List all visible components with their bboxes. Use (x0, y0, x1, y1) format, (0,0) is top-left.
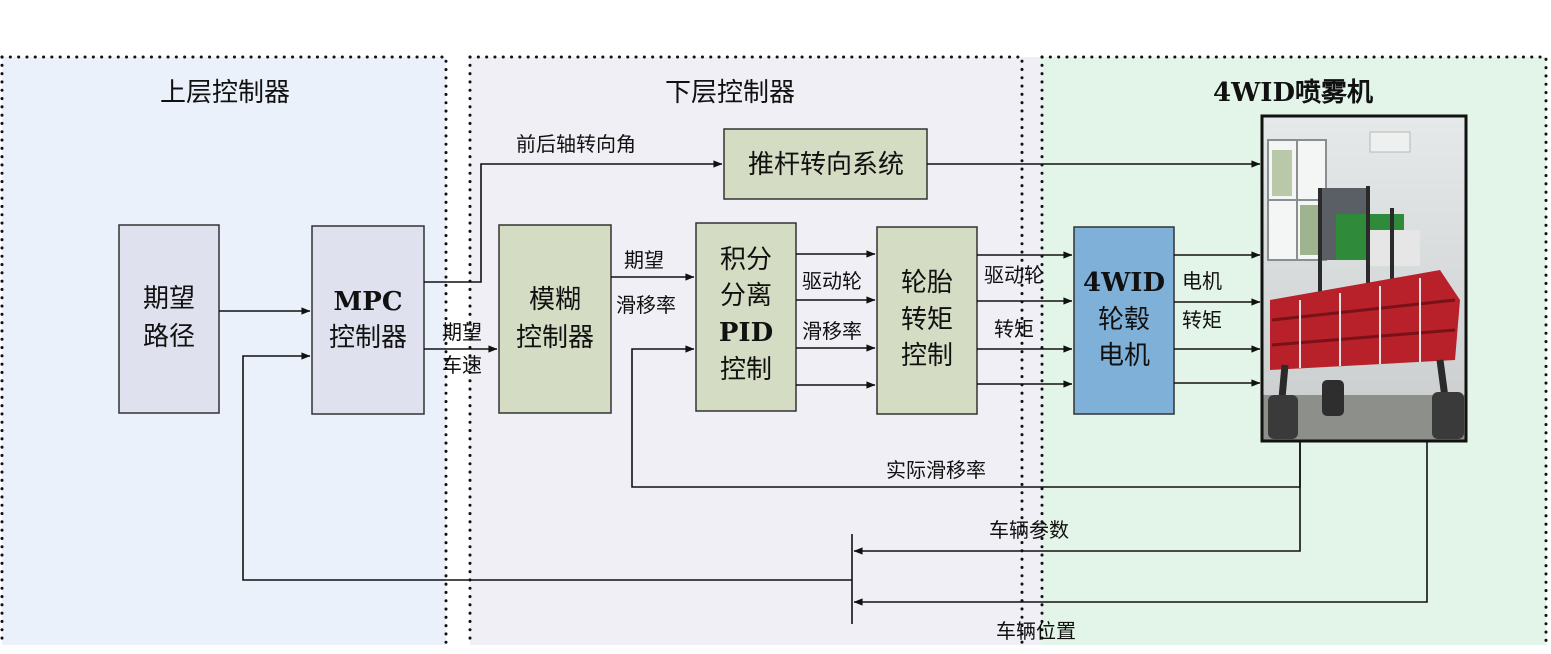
desired-path-line1: 期望 (143, 284, 195, 314)
hub-motor-line2: 轮毂 (1098, 305, 1150, 335)
hub-motor-line3: 电机 (1098, 341, 1150, 371)
feedback-vehicle-params (853, 441, 1301, 555)
label-desired-speed-2: 车速 (442, 353, 482, 377)
hub-motor-block (1073, 226, 1175, 415)
steering-system-label: 推杆转向系统 (748, 150, 904, 180)
label-motor: 电机 (1182, 269, 1222, 293)
vehicle-region-title: 4WID喷雾机 (1213, 78, 1373, 108)
pid-line4: 控制 (720, 355, 772, 385)
tire-torque-line3: 控制 (901, 341, 953, 371)
desired-path-block (118, 224, 220, 414)
mpc-controller-block (311, 225, 425, 415)
fuzzy-line1: 模糊 (529, 285, 581, 315)
pid-line1: 积分 (720, 245, 772, 275)
desired-path-line2: 路径 (143, 322, 195, 352)
hub-motor-line1: 4WID (1083, 268, 1165, 298)
label-motor-torque: 转矩 (1182, 308, 1222, 332)
fuzzy-controller-block (498, 224, 612, 414)
label-desired-slip-1: 期望 (624, 248, 664, 272)
label-desired-speed-1: 期望 (442, 320, 482, 344)
upper-region-title: 上层控制器 (160, 78, 290, 108)
label-drive-wheel-2: 驱动轮 (984, 263, 1044, 287)
mpc-line1: MPC (333, 287, 402, 317)
pid-line2: 分离 (720, 281, 772, 311)
lower-region-title: 下层控制器 (665, 78, 795, 108)
tire-torque-line2: 转矩 (901, 305, 953, 335)
label-front-rear-angle: 前后轴转向角 (516, 132, 636, 156)
label-torque: 转矩 (994, 317, 1034, 341)
label-actual-slip: 实际滑移率 (886, 458, 986, 482)
pid-line3: PID (719, 318, 773, 348)
label-vehicle-params: 车辆参数 (989, 518, 1069, 542)
label-slip-rate: 滑移率 (802, 319, 862, 343)
feedback-position-to-mpc (242, 352, 852, 581)
region-borders (0, 55, 1548, 647)
arrow-mpc-to-steering (424, 160, 723, 283)
mpc-line2: 控制器 (329, 323, 407, 353)
label-desired-slip-2: 滑移率 (616, 293, 676, 317)
tire-torque-block (876, 226, 978, 415)
sprayer-photo (1260, 114, 1468, 443)
pid-control-block (695, 222, 797, 412)
feedback-vehicle-position (853, 441, 1428, 606)
label-drive-wheel-1: 驱动轮 (802, 269, 862, 293)
tire-torque-line1: 轮胎 (901, 268, 953, 298)
label-vehicle-position: 车辆位置 (996, 619, 1076, 643)
fuzzy-line2: 控制器 (516, 323, 594, 353)
